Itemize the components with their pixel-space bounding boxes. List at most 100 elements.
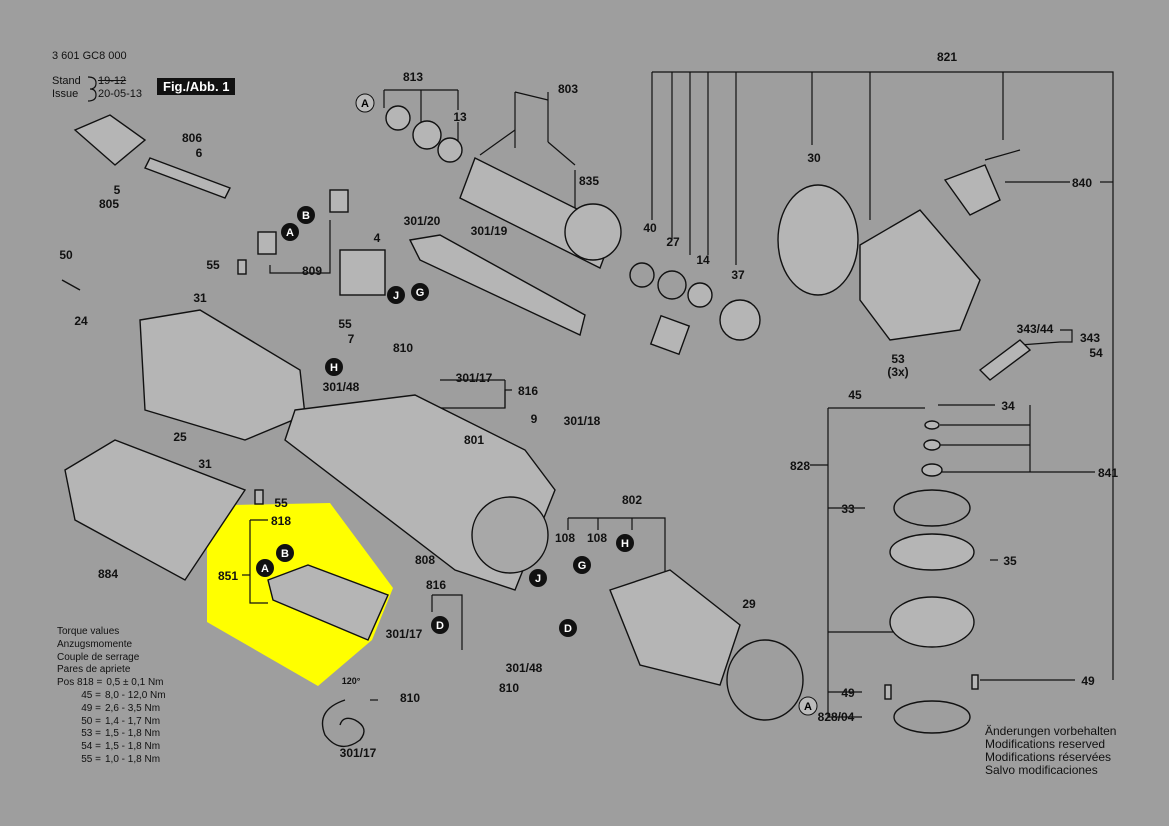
callout-A-4: A <box>798 696 818 716</box>
part-45: 45 <box>848 388 862 402</box>
part-301-20: 301/20 <box>403 214 441 228</box>
part-55-c: 55 <box>274 496 288 510</box>
stand-date: 19-12 <box>98 75 127 87</box>
svg-text:A: A <box>261 563 269 575</box>
torque-row: 54 =1,5 - 1,8 Nm <box>81 741 161 753</box>
svg-text:A: A <box>804 701 812 713</box>
part-49-b: 49 <box>1081 674 1095 688</box>
part-343: 343 <box>1079 331 1101 345</box>
part-810-c: 810 <box>399 691 421 705</box>
part-803: 803 <box>557 82 579 96</box>
angle-120: 120° <box>341 676 361 686</box>
callout-H-2: H <box>616 534 634 552</box>
notice-de: Änderungen vorbehalten <box>985 724 1117 738</box>
svg-text:J: J <box>393 290 399 302</box>
part-37: 37 <box>731 268 745 282</box>
part-301-17-b: 301/17 <box>385 627 423 641</box>
torque-row: 55 =1,0 - 1,8 Nm <box>81 753 161 765</box>
part-35: 35 <box>1003 554 1017 568</box>
part-813: 813 <box>402 70 424 84</box>
part-number: 3 601 GC8 000 <box>52 50 127 62</box>
part-818: 818 <box>270 514 292 528</box>
callout-A-1: A <box>355 93 375 113</box>
part-108-a: 108 <box>554 531 576 545</box>
notice-en: Modifications reserved <box>985 737 1106 751</box>
part-840: 840 <box>1072 176 1093 190</box>
part-30: 30 <box>807 151 821 165</box>
part-828: 828 <box>790 459 811 473</box>
part-835: 835 <box>578 174 600 188</box>
svg-text:A: A <box>286 227 294 239</box>
svg-text:H: H <box>621 538 629 550</box>
part-53: 53 <box>891 352 905 366</box>
part-343-44: 343/44 <box>1016 322 1054 336</box>
part-55-a: 55 <box>206 258 220 272</box>
torque-row: Pos 818 =0,5 ± 0,1 Nm <box>57 677 164 689</box>
part-55-b: 55 <box>338 317 352 331</box>
part-816-a: 816 <box>517 384 539 398</box>
part-40: 40 <box>643 221 657 235</box>
part-301-48-a: 301/48 <box>322 380 360 394</box>
torque-row: 49 =2,6 - 3,5 Nm <box>81 702 161 714</box>
part-50: 50 <box>59 248 73 262</box>
part-34: 34 <box>1001 399 1015 413</box>
torque-title-fr: Couple de serrage <box>57 651 140 663</box>
part-802: 802 <box>621 493 643 507</box>
part-9: 9 <box>530 412 538 426</box>
callout-G-1: G <box>411 283 429 301</box>
callout-J-1: J <box>387 286 405 304</box>
notice-es: Salvo modificaciones <box>985 763 1098 777</box>
torque-row: 45 =8,0 - 12,0 Nm <box>81 689 166 701</box>
part-25: 25 <box>173 430 187 444</box>
stand-label: Stand <box>52 75 81 87</box>
torque-row: 53 =1,5 - 1,8 Nm <box>81 728 161 740</box>
part-54: 54 <box>1089 346 1103 360</box>
part-3x: (3x) <box>887 365 909 379</box>
part-801: 801 <box>463 433 485 447</box>
issue-date: 20-05-13 <box>98 88 143 100</box>
part-301-48-b: 301/48 <box>505 661 543 675</box>
part-841: 841 <box>1098 466 1119 480</box>
part-809: 809 <box>301 264 323 278</box>
part-301-19: 301/19 <box>470 224 508 238</box>
part-27: 27 <box>666 235 680 249</box>
svg-text:G: G <box>416 287 425 299</box>
part-805: 805 <box>98 197 120 211</box>
callout-A-3: A <box>256 559 274 577</box>
svg-text:H: H <box>330 362 338 374</box>
part-4: 4 <box>373 231 381 245</box>
part-810-a: 810 <box>392 341 414 355</box>
torque-values-table: Torque values Anzugsmomente Couple de se… <box>57 626 166 767</box>
svg-text:D: D <box>436 620 444 632</box>
part-816-b: 816 <box>425 578 447 592</box>
part-13: 13 <box>453 110 467 124</box>
part-828-04: 828/04 <box>817 710 855 724</box>
part-301-17-c: 301/17 <box>339 746 377 760</box>
part-33: 33 <box>841 502 855 516</box>
callout-D-2: D <box>431 616 449 634</box>
svg-text:B: B <box>302 210 310 222</box>
svg-text:B: B <box>281 548 289 560</box>
part-5: 5 <box>113 183 121 197</box>
figure-label: Fig./Abb. 1 <box>157 78 236 95</box>
part-24: 24 <box>74 314 88 328</box>
modifications-notice: Änderungen vorbehalten Modifications res… <box>985 725 1116 777</box>
notice-fr: Modifications réservées <box>985 750 1112 764</box>
callout-J-2: J <box>529 569 547 587</box>
part-6: 6 <box>195 146 203 160</box>
part-7: 7 <box>347 332 355 346</box>
callout-B-2: B <box>276 544 294 562</box>
callout-B-1: B <box>297 206 315 224</box>
issue-label: Issue <box>52 88 79 100</box>
callout-G-2: G <box>573 556 591 574</box>
callout-H-1: H <box>325 358 343 376</box>
torque-row: 50 =1,4 - 1,7 Nm <box>81 715 161 727</box>
part-821: 821 <box>936 50 958 64</box>
part-29: 29 <box>742 597 756 611</box>
svg-text:J: J <box>535 573 541 585</box>
part-49-a: 49 <box>841 686 855 700</box>
svg-text:A: A <box>361 98 369 110</box>
svg-text:G: G <box>578 560 587 572</box>
